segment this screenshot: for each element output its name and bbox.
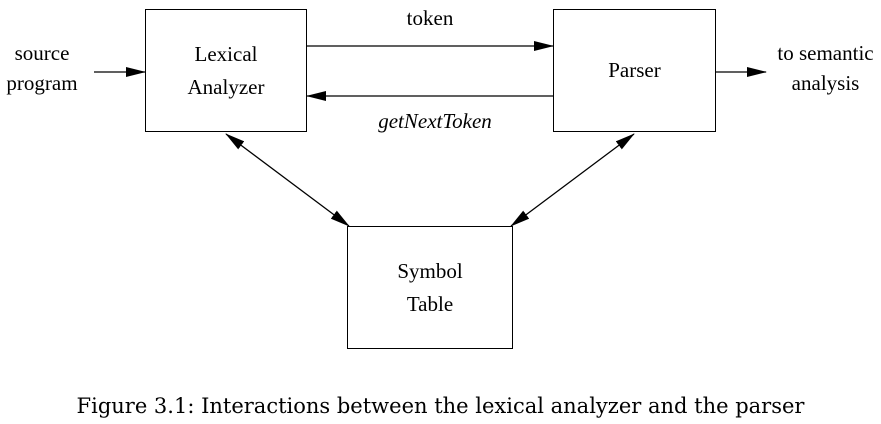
lexical-analyzer-box: Lexical Analyzer [145, 9, 307, 132]
parser-box: Parser [553, 9, 716, 132]
symbol-table-label: Symbol Table [397, 258, 463, 316]
token-label: token [406, 6, 454, 30]
get-next-token-label: getNextToken [378, 109, 492, 133]
semantic-analysis-label: to semantic analysis [777, 41, 874, 95]
parser-label: Parser [608, 58, 661, 82]
symbol-table-box: Symbol Table [347, 226, 513, 349]
parser-symtab-arrow [510, 133, 635, 227]
lexical-analyzer-label: Lexical Analyzer [187, 41, 265, 99]
lexer-symtab-arrow [225, 133, 350, 227]
source-program-label: source program [6, 41, 78, 95]
figure-caption: Figure 3.1: Interactions between the lex… [76, 394, 805, 418]
